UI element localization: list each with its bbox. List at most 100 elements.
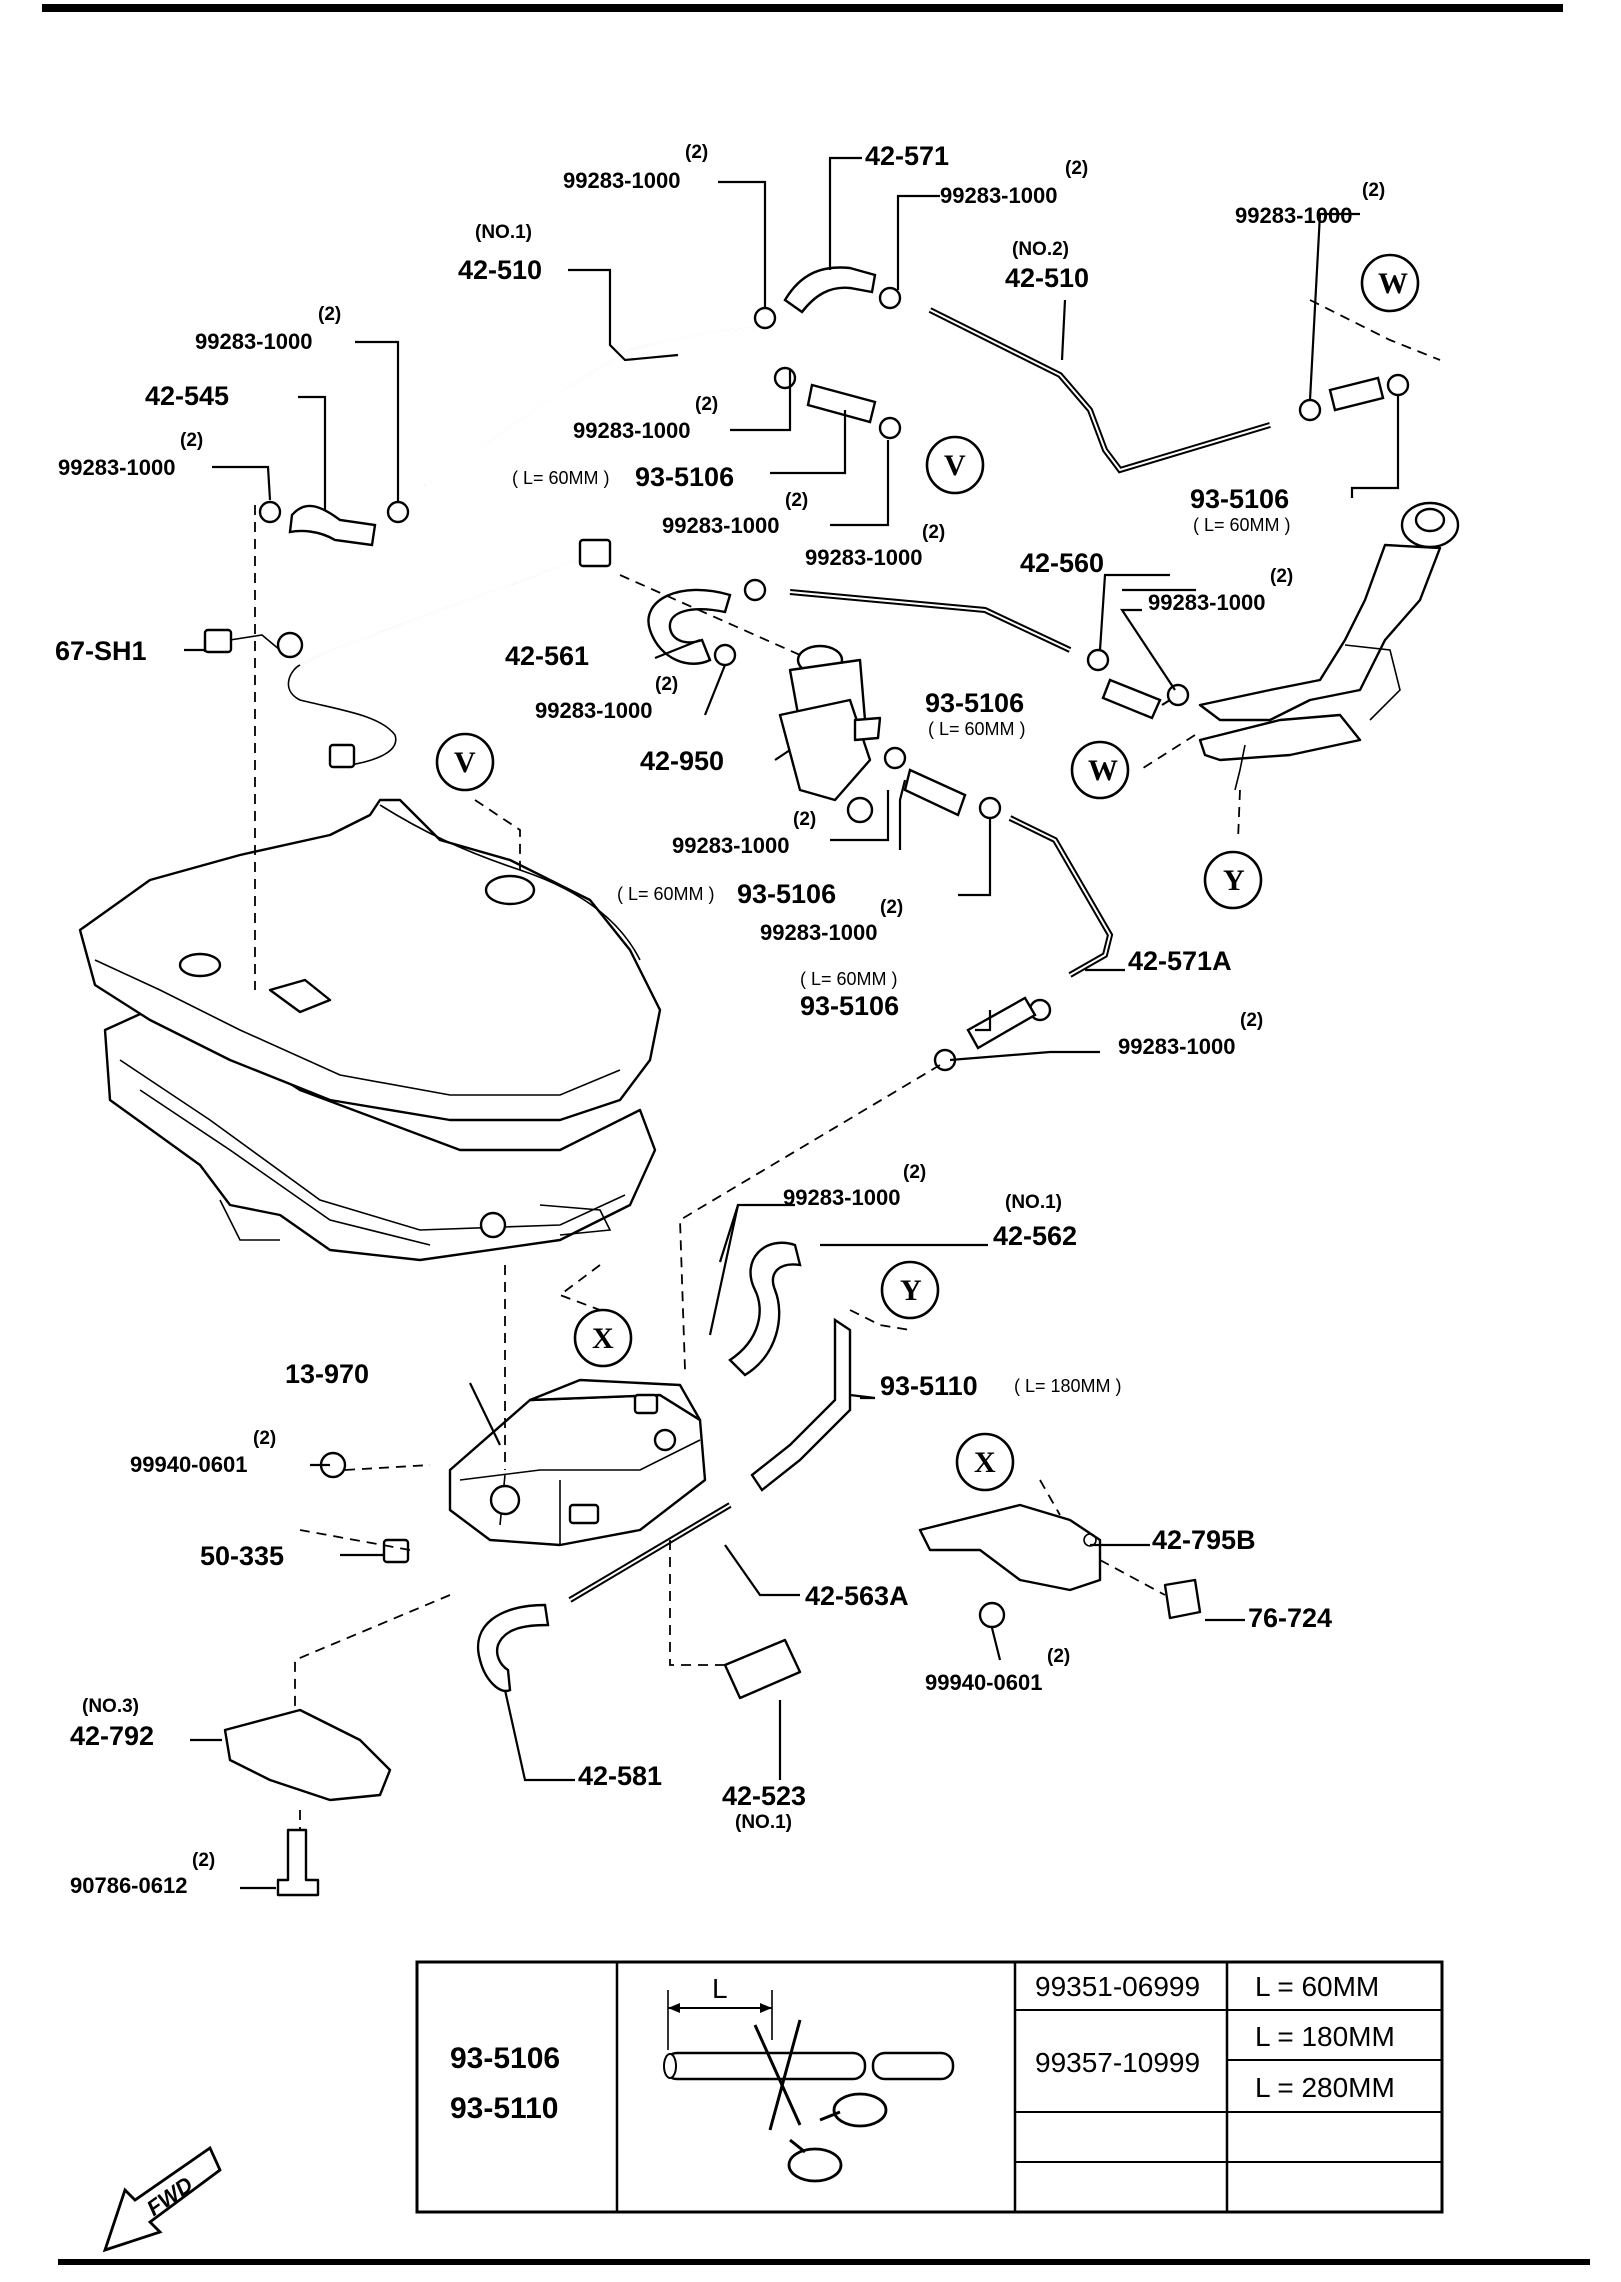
reference-marker-y-filler: Y	[1203, 850, 1263, 910]
reference-marker-w-top: W	[1360, 253, 1420, 313]
nut-99940-0601-b	[978, 1601, 1006, 1629]
part-label-93-5106: 93-5106	[1190, 484, 1289, 514]
pipe-42-510-no1-inner	[424, 327, 761, 486]
hose-42-561	[647, 588, 732, 665]
reference-markers: W V V W Y X Y X	[435, 253, 1420, 1492]
reference-marker-v-top: V	[925, 435, 985, 495]
svg-text:V: V	[454, 746, 476, 779]
svg-text:Y: Y	[900, 1274, 922, 1307]
wiring-harness-67-sh1	[203, 538, 612, 769]
cut-length-label: L	[712, 1973, 728, 2004]
qty: (NO.1)	[735, 1812, 792, 1833]
part-label-42-562: 42-562	[993, 1221, 1077, 1251]
reference-marker-y-canister: Y	[880, 1260, 940, 1320]
leader-lines	[184, 156, 1400, 1890]
part-label-99940-0601: 99940-0601	[130, 1452, 247, 1477]
qty: (2)	[922, 522, 945, 543]
part-label-99283-1000: 99283-1000	[195, 329, 312, 354]
part-label-99283-1000: 99283-1000	[58, 455, 175, 480]
pipe-42-563a-inner	[569, 1504, 731, 1601]
table-cell-part-no: 99351-06999	[1035, 1971, 1200, 2002]
length-note: ( L= 60MM )	[928, 719, 1026, 739]
svg-text:X: X	[974, 1446, 996, 1479]
pipe-42-560-inner	[789, 591, 1071, 651]
hose-93-5106-lower	[903, 768, 967, 817]
hose-42-581	[477, 1603, 550, 1693]
part-labels: (2) 99283-1000 42-571 (2) 99283-1000 (2)…	[55, 141, 1385, 1898]
part-label-42-950: 42-950	[640, 746, 724, 776]
hose-93-5106-right	[1328, 376, 1385, 412]
part-label-42-545: 42-545	[145, 381, 229, 411]
qty: (NO.1)	[475, 222, 532, 243]
part-label-42-510-no2: 42-510	[1005, 263, 1089, 293]
qty: (2)	[180, 430, 203, 451]
qty: (2)	[685, 142, 708, 163]
part-label-99283-1000: 99283-1000	[662, 513, 779, 538]
svg-text:W: W	[1088, 754, 1118, 787]
table-part-93-5106: 93-5106	[450, 2042, 560, 2075]
qty: (2)	[793, 809, 816, 830]
qty: (2)	[695, 394, 718, 415]
part-label-50-335: 50-335	[200, 1541, 284, 1571]
qty: (2)	[1065, 158, 1088, 179]
svg-text:W: W	[1378, 267, 1408, 300]
part-label-67-sh1: 67-SH1	[55, 636, 147, 666]
pipe-42-510-no2-inner	[929, 309, 1271, 472]
length-note: ( L= 60MM )	[617, 884, 715, 904]
valve-42-950	[778, 644, 882, 824]
length-note: ( L= 180MM )	[1014, 1376, 1122, 1396]
hose-93-5106-bottom	[966, 996, 1037, 1050]
hose-93-5106-mid	[806, 383, 877, 424]
fuel-tank	[78, 798, 662, 1262]
part-label-42-563a: 42-563A	[805, 1581, 909, 1611]
part-label-99283-1000: 99283-1000	[760, 920, 877, 945]
reference-marker-x-tank: X	[573, 1308, 633, 1368]
qty: (2)	[253, 1428, 276, 1449]
hose-length-table: 93-5106 93-5110 99351-06999 99357-10999 …	[415, 1960, 1444, 2214]
part-label-90786-0612: 90786-0612	[70, 1873, 187, 1898]
plate-42-523	[723, 1638, 802, 1700]
length-note: ( L= 60MM )	[800, 969, 898, 989]
table-cell-length: L = 60MM	[1255, 1971, 1379, 2002]
qty: (2)	[318, 304, 341, 325]
part-label-42-571: 42-571	[865, 141, 949, 171]
part-label-99283-1000: 99283-1000	[1118, 1034, 1235, 1059]
part-label-42-560: 42-560	[1020, 548, 1104, 578]
qty: (2)	[1240, 1010, 1263, 1031]
part-label-93-5106: 93-5106	[635, 462, 734, 492]
part-label-13-970: 13-970	[285, 1359, 369, 1389]
part-label-93-5106: 93-5106	[800, 991, 899, 1021]
qty: (NO.2)	[1012, 239, 1069, 260]
forward-direction-arrow: FWD	[102, 2145, 222, 2253]
bolt-90786-0612	[276, 1828, 320, 1897]
pipe-42-571a	[1008, 815, 1114, 978]
part-label-42-523: 42-523	[722, 1781, 806, 1811]
fuel-filler-neck	[1198, 501, 1460, 791]
svg-text:Y: Y	[1223, 864, 1245, 897]
pipe-42-560	[789, 589, 1072, 653]
hose-cutting-illustration: L	[663, 1973, 955, 2183]
bracket-42-795b	[918, 1503, 1102, 1592]
qty: (2)	[1047, 1646, 1070, 1667]
hose-93-5106-filler	[1101, 678, 1162, 720]
dashed-connection-lines	[254, 299, 1441, 1830]
part-label-99283-1000: 99283-1000	[573, 418, 690, 443]
table-part-93-5110: 93-5110	[450, 2092, 558, 2125]
part-label-93-5110: 93-5110	[880, 1371, 978, 1401]
part-label-99283-1000: 99283-1000	[563, 168, 680, 193]
length-note: ( L= 60MM )	[512, 468, 610, 488]
qty: (2)	[655, 674, 678, 695]
part-label-42-571a: 42-571A	[1128, 946, 1232, 976]
part-label-99283-1000: 99283-1000	[535, 698, 652, 723]
part-label-42-795b: 42-795B	[1152, 1525, 1256, 1555]
part-label-99283-1000: 99283-1000	[1148, 590, 1265, 615]
table-cell-length: L = 180MM	[1255, 2021, 1395, 2052]
hose-42-545	[288, 504, 377, 547]
qty: (2)	[1362, 180, 1385, 201]
pipe-42-571a-inner	[1009, 817, 1112, 976]
hose-42-562	[728, 1241, 802, 1377]
part-label-42-581: 42-581	[578, 1761, 662, 1791]
length-note: ( L= 60MM )	[1193, 515, 1291, 535]
guard-42-792	[223, 1708, 392, 1802]
part-label-99940-0601: 99940-0601	[925, 1670, 1042, 1695]
